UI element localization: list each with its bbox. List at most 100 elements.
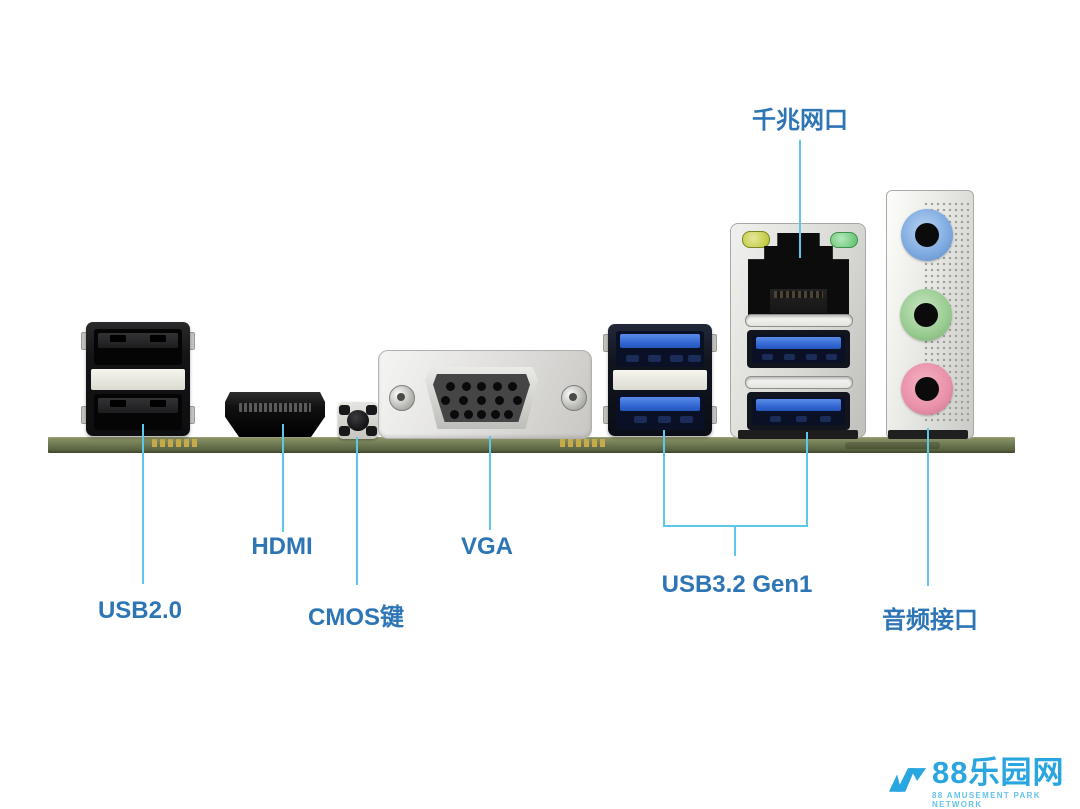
usb3-port-top [616, 331, 704, 367]
usb-contact [680, 416, 693, 423]
usb2-port-bottom [94, 394, 182, 430]
usb2-tongue [98, 333, 178, 348]
label-usb2: USB2.0 [97, 597, 183, 624]
vga-port [378, 350, 592, 439]
usb3-opening [752, 397, 845, 425]
usb-contact [796, 416, 807, 422]
lan-led-yellow [742, 231, 770, 248]
usb-contact [648, 355, 661, 362]
leader-line-vga [489, 436, 491, 530]
vga-pin [463, 409, 473, 419]
lan-usb3-block [730, 223, 866, 439]
vga-pin [477, 395, 486, 405]
watermark: 88乐园网 88 AMUSEMENT PARK NETWORK [888, 756, 1080, 809]
audio-jack-line-out [900, 289, 952, 341]
bracket-slot [745, 376, 853, 389]
audio-jack-mic [901, 363, 953, 415]
vga-screw-post-left [389, 385, 415, 411]
leader-line-usb32-left [663, 430, 665, 527]
leader-line-usb32-right [806, 432, 808, 527]
usb-contact-notch [110, 400, 126, 407]
usb3-opening [752, 335, 845, 363]
vga-pin [446, 381, 455, 391]
vga-pin [477, 409, 486, 419]
usb-contact [784, 354, 795, 360]
vga-pin [461, 381, 471, 391]
audio-jack-line-in [901, 209, 953, 261]
usb-contact [826, 354, 837, 360]
usb3-port-under-lan-top [747, 330, 850, 368]
usb-contact [806, 354, 817, 360]
button-leg [366, 405, 377, 415]
usb3-blue-tongue [620, 397, 700, 411]
usb3-blue-tongue [756, 337, 841, 349]
label-vga: VGA [460, 533, 513, 560]
usb-contact-notch [110, 335, 126, 342]
usb-contact [688, 355, 701, 362]
usb-contact [658, 416, 671, 423]
jack-hole [914, 303, 938, 327]
leader-line-usb32-bracket [663, 525, 808, 527]
pcb-gold-pads [152, 439, 200, 447]
leader-line-usb2 [142, 424, 144, 584]
jack-hole [915, 377, 939, 401]
label-audio: 音频接口 [882, 607, 978, 634]
leader-line-cmos [356, 437, 358, 585]
usb3-dual-port [603, 324, 717, 436]
cmos-reset-button [338, 402, 378, 439]
usb-contact [770, 416, 781, 422]
label-usb32: USB3.2 Gen1 [661, 571, 813, 598]
label-hdmi: HDMI [251, 533, 313, 560]
leader-line-lan [799, 140, 801, 258]
vga-pin [513, 395, 522, 405]
usb2-port-top [94, 329, 182, 365]
rj45-pin-housing [770, 288, 827, 314]
leader-line-hdmi [282, 424, 284, 532]
vga-pin [495, 395, 504, 405]
pcb-gold-pads [560, 439, 608, 447]
label-cmos: CMOS键 [308, 604, 404, 631]
cmos-button-cap [347, 410, 369, 431]
bracket-slot [745, 314, 853, 327]
vga-pin [450, 409, 459, 419]
usb2-dual-port [81, 322, 195, 436]
port-divider [613, 370, 707, 390]
usb-contact-notch [150, 400, 166, 407]
usb-contact [634, 416, 647, 423]
usb3-blue-tongue [756, 399, 841, 411]
watermark-title: 88乐园网 [932, 755, 1065, 790]
gigabit-lan-port [748, 233, 849, 320]
usb-contact [626, 355, 639, 362]
usb-contact [762, 354, 773, 360]
usb-contact-notch [150, 335, 166, 342]
label-lan: 千兆网口 [752, 107, 848, 134]
leader-line-audio [927, 428, 929, 586]
vga-dsub-face [433, 374, 530, 422]
vga-pin [492, 381, 502, 391]
vga-dsub-connector [425, 367, 538, 429]
vga-pin [508, 381, 517, 391]
usb2-shell [86, 322, 190, 436]
usb3-port-bottom [616, 394, 704, 430]
bracket-base [738, 430, 858, 439]
vga-pin [504, 409, 513, 419]
vga-pin [490, 409, 500, 419]
usb2-tongue [98, 398, 178, 413]
audio-panel [886, 190, 974, 439]
usb3-shell [608, 324, 712, 436]
usb3-port-under-lan-bottom [747, 392, 850, 430]
jack-hole [915, 223, 939, 247]
button-leg [339, 426, 350, 436]
vga-screw-post-right [561, 385, 587, 411]
button-leg [366, 426, 377, 436]
pcb-silkscreen [845, 442, 940, 449]
usb-contact [820, 416, 831, 422]
watermark-subtitle: 88 AMUSEMENT PARK NETWORK [932, 791, 1041, 809]
vga-pin [459, 395, 468, 405]
vga-pin [477, 381, 486, 391]
leader-line-usb32-stem [734, 527, 736, 556]
port-divider [91, 369, 185, 390]
watermark-logo-icon [888, 768, 927, 792]
hdmi-pin-strip [239, 403, 311, 412]
